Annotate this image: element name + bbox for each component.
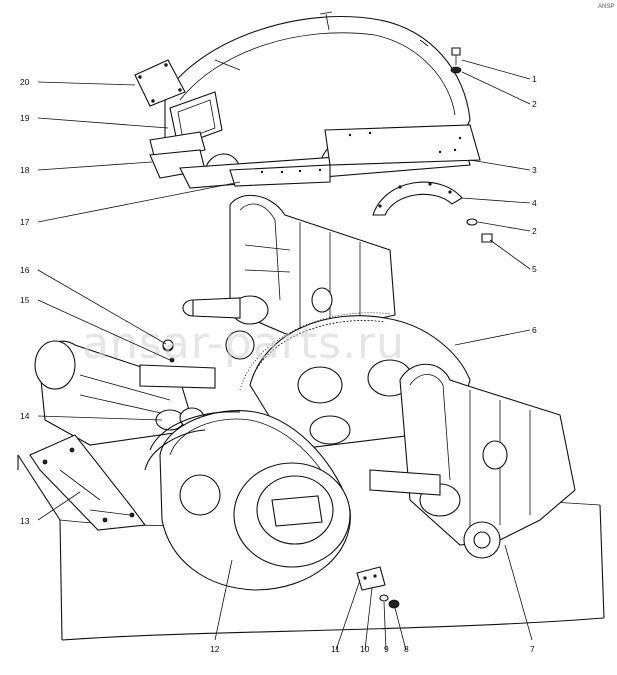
callout-12: 12 [210,644,220,654]
callout-5: 5 [532,264,537,274]
callout-8: 8 [404,644,409,654]
callout-16: 16 [20,265,30,275]
callout-3: 3 [532,165,537,175]
flywheel-pulley [144,410,351,591]
callout-11: 11 [331,644,340,654]
callout-labels: 1 2 3 4 2 5 6 7 8 9 10 11 12 13 14 15 16… [20,74,537,654]
callout-2b: 2 [532,226,537,236]
corner-mark: ANSP [598,4,614,10]
watermark: ansar-parts.ru [82,318,405,369]
drive-motor [34,340,216,446]
callout-4: 4 [532,198,537,208]
callout-2: 2 [532,99,537,109]
small-fasteners [356,566,400,609]
callout-13: 13 [20,516,30,526]
callout-20: 20 [20,77,30,87]
callout-9: 9 [384,644,389,654]
front-jaw-assembly [369,363,576,559]
callout-14: 14 [20,411,30,421]
rear-jaw-assembly [182,194,396,360]
callout-17: 17 [20,217,30,227]
cover-plate [134,59,186,107]
bolts-and-washers [450,47,493,243]
callout-6: 6 [532,325,537,335]
callout-1: 1 [532,74,537,84]
callout-19: 19 [20,113,30,123]
small-bearing-parts [162,339,175,363]
callout-10: 10 [360,644,370,654]
inspection-window [169,91,223,147]
callout-7: 7 [530,644,535,654]
callout-15: 15 [20,295,30,305]
motor-mount [29,434,147,531]
half-ring-flange [372,181,463,216]
callout-18: 18 [20,165,30,175]
guard-flanges [149,124,481,189]
leader-lines [37,59,533,651]
